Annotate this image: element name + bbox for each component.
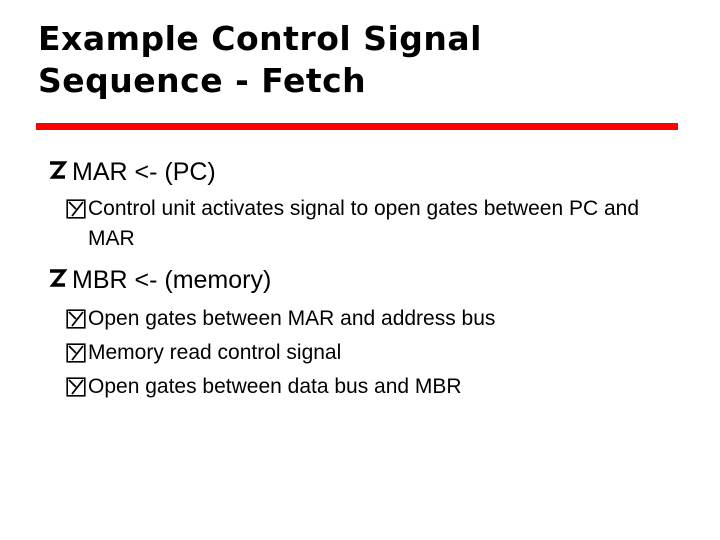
bullet-item: MBR <- (memory) xyxy=(46,264,686,296)
sub-bullet-item: Open gates between MAR and address bus xyxy=(56,302,686,336)
sub-bullet-list: Control unit activates signal to open ga… xyxy=(56,194,686,254)
y-shaped-bullet-icon xyxy=(66,309,86,329)
sub-bullet-item: Open gates between data bus and MBR xyxy=(56,370,686,404)
sub-bullet-text: Control unit activates signal to open ga… xyxy=(88,197,640,250)
title-line-1: Example Control Signal xyxy=(38,19,482,58)
y-shaped-bullet-icon xyxy=(66,343,86,363)
sub-bullet-text: Memory read control signal xyxy=(88,341,342,364)
sub-bullet-text: Open gates between data bus and MBR xyxy=(88,375,462,398)
sub-bullet-text: Open gates between MAR and address bus xyxy=(88,307,496,330)
bullet-text: MAR <- (PC) xyxy=(72,158,216,186)
sub-bullet-list: Open gates between MAR and address bus M… xyxy=(56,302,686,404)
z-shaped-bullet-icon xyxy=(49,269,68,287)
bullet-text: MBR <- (memory) xyxy=(72,266,272,294)
slide-title: Example Control Signal Sequence - Fetch xyxy=(38,18,678,102)
y-shaped-bullet-icon xyxy=(66,377,86,397)
sub-bullet-item: Control unit activates signal to open ga… xyxy=(56,194,686,254)
title-divider xyxy=(36,123,678,130)
z-shaped-bullet-icon xyxy=(49,161,68,179)
bullet-item: MAR <- (PC) xyxy=(46,156,686,188)
sub-bullet-item: Memory read control signal xyxy=(56,336,686,370)
y-shaped-bullet-icon xyxy=(66,199,86,219)
title-line-2: Sequence - Fetch xyxy=(38,61,367,100)
bullet-list: MAR <- (PC) Control unit activates signa… xyxy=(46,156,686,404)
